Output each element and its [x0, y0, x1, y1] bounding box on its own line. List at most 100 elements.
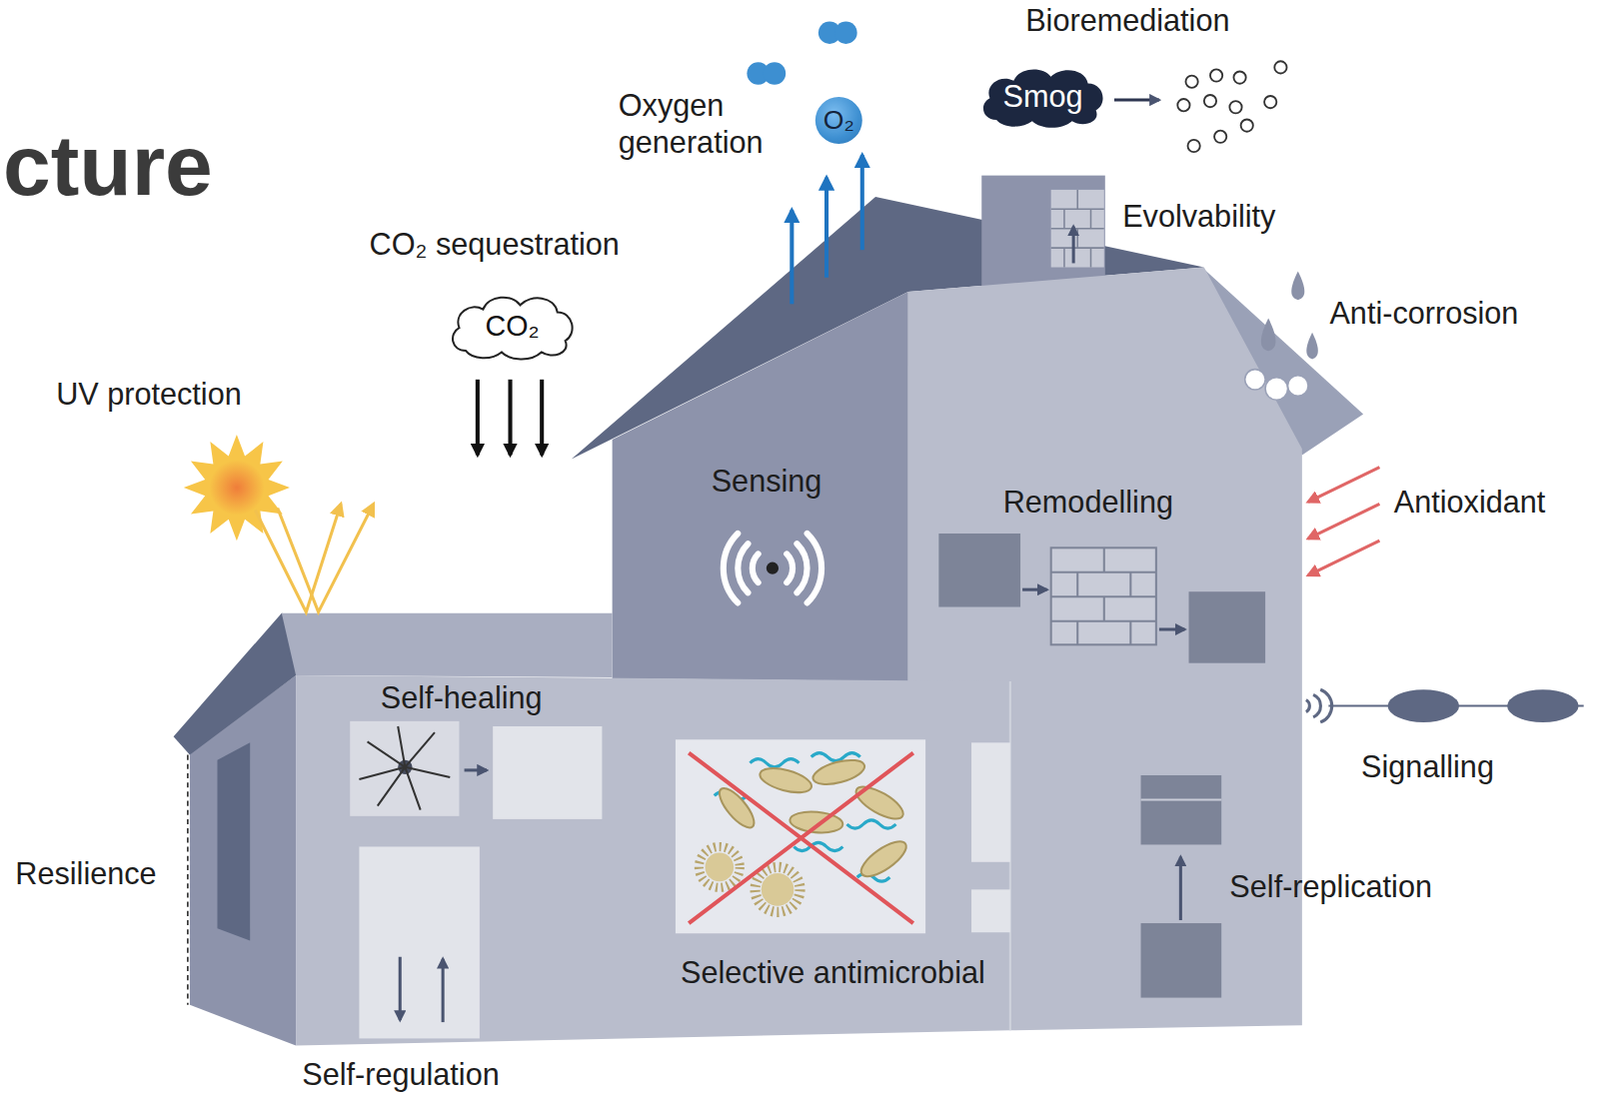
feature-label: Resilience: [14, 856, 156, 894]
feature-label: Antioxidant: [1394, 483, 1547, 521]
house-walls: [173, 267, 1303, 1047]
house-walls: [216, 742, 250, 941]
house-walls: [295, 675, 1011, 1047]
water-drops: [1261, 271, 1319, 360]
node-text: CO₂: [485, 309, 540, 344]
antioxidant-arrows: [1308, 503, 1380, 539]
self-healing-icon: [349, 721, 459, 817]
sensing-icon: [786, 533, 822, 603]
clean-particles: [1177, 60, 1287, 152]
node-text: Smog: [1003, 78, 1084, 116]
small-windows: [971, 742, 1011, 862]
sensing-icon: [723, 533, 822, 603]
antimicrobial-panel: [705, 853, 735, 883]
water-beads: [1288, 375, 1309, 396]
signalling-wave: [1507, 689, 1579, 723]
water-drops: [1261, 318, 1277, 352]
antimicrobial-panel: [846, 820, 896, 829]
feature-label: CO₂ sequestration: [369, 226, 620, 264]
antimicrobial-panel: [755, 867, 801, 913]
self-healing-icon: [349, 721, 602, 820]
co2-arrows: [477, 379, 542, 456]
slide-title: cture: [2, 122, 213, 209]
oxygen-arrows: [824, 177, 829, 278]
sensing-icon: [723, 533, 759, 603]
remodelling-icon: [1159, 627, 1186, 631]
feature-label: Signalling: [1361, 748, 1495, 786]
chimney: [981, 175, 1106, 293]
self-healing-icon: [492, 726, 602, 820]
feature-label: Self-healing: [380, 679, 543, 717]
feature-label: Self-regulation: [301, 1057, 500, 1095]
co2-cloud-shape: [452, 297, 573, 360]
oxygen-arrows: [791, 154, 862, 304]
self-healing-icon: [464, 768, 487, 772]
antimicrobial-panel: [856, 835, 912, 883]
oxygen-molecules: [746, 20, 857, 84]
signalling-wave: [1388, 689, 1460, 723]
house-walls: [281, 613, 613, 678]
self-regulation-door: [398, 957, 402, 1021]
antimicrobial-panel: [698, 846, 740, 888]
antioxidant-arrows: [1308, 467, 1380, 576]
antimicrobial-panel: [757, 763, 815, 797]
uv-reflection-arrows: [254, 503, 373, 612]
house-walls: [612, 291, 909, 682]
feature-label: Anti-corrosion: [1329, 294, 1519, 332]
smog-arrow: [1114, 98, 1160, 102]
small-windows: [971, 889, 1011, 933]
self-regulation-door: [358, 846, 479, 1039]
antimicrobial-panel: [688, 753, 914, 925]
antimicrobial-panel: [749, 759, 799, 768]
self-replication-icon: [1179, 857, 1183, 921]
remodelling-icon: [1189, 591, 1267, 663]
chimney: [1051, 189, 1105, 268]
antioxidant-arrows: [1308, 467, 1380, 503]
water-drops: [1291, 271, 1305, 301]
clean-particles: [1188, 139, 1201, 152]
clean-particles: [1185, 75, 1198, 88]
feature-label: Oxygen generation: [618, 87, 803, 162]
oxygen-molecules: [834, 20, 857, 43]
antioxidant-arrows: [1308, 540, 1380, 576]
water-beads: [1265, 377, 1288, 400]
remodelling-icon: [1051, 547, 1157, 645]
clean-particles: [1204, 94, 1217, 107]
clean-particles: [1210, 68, 1223, 81]
self-replication-icon: [1141, 775, 1223, 845]
signalling-wave: [1306, 689, 1585, 723]
uv-reflection-arrows: [277, 503, 374, 612]
clean-particles: [1241, 118, 1254, 131]
antimicrobial-panel: [675, 739, 926, 934]
smog-cloud: Smog: [976, 62, 1110, 130]
sun-icon: [183, 434, 290, 541]
node-text: O₂: [823, 104, 855, 137]
antimicrobial-panel: [810, 755, 868, 789]
smog-cloud-shape: [983, 69, 1104, 128]
co2-cloud: CO₂: [445, 290, 579, 362]
co2-arrows: [539, 379, 544, 456]
self-replication-icon: [1141, 775, 1223, 999]
oxygen-arrows: [789, 209, 794, 304]
feature-label: UV protection: [55, 376, 242, 414]
small-windows: [971, 742, 1011, 933]
self-replication-icon: [1141, 923, 1223, 999]
house-walls: [173, 613, 303, 756]
self-regulation-door: [441, 959, 445, 1023]
clean-particles: [1177, 98, 1190, 111]
water-beads: [1245, 369, 1266, 390]
feature-label: Remodelling: [1003, 483, 1174, 521]
antimicrobial-panel: [761, 873, 795, 907]
oxygen-molecule: O₂: [815, 96, 863, 144]
clean-particles: [1229, 100, 1242, 113]
clean-particles: [1214, 130, 1227, 143]
chimney: [981, 175, 1106, 293]
feature-label: Selective antimicrobial: [680, 955, 986, 993]
self-replication-icon: [1141, 798, 1223, 801]
oxygen-arrows: [860, 154, 865, 250]
feature-label: Sensing: [711, 463, 823, 501]
remodelling-icon: [1051, 547, 1157, 645]
